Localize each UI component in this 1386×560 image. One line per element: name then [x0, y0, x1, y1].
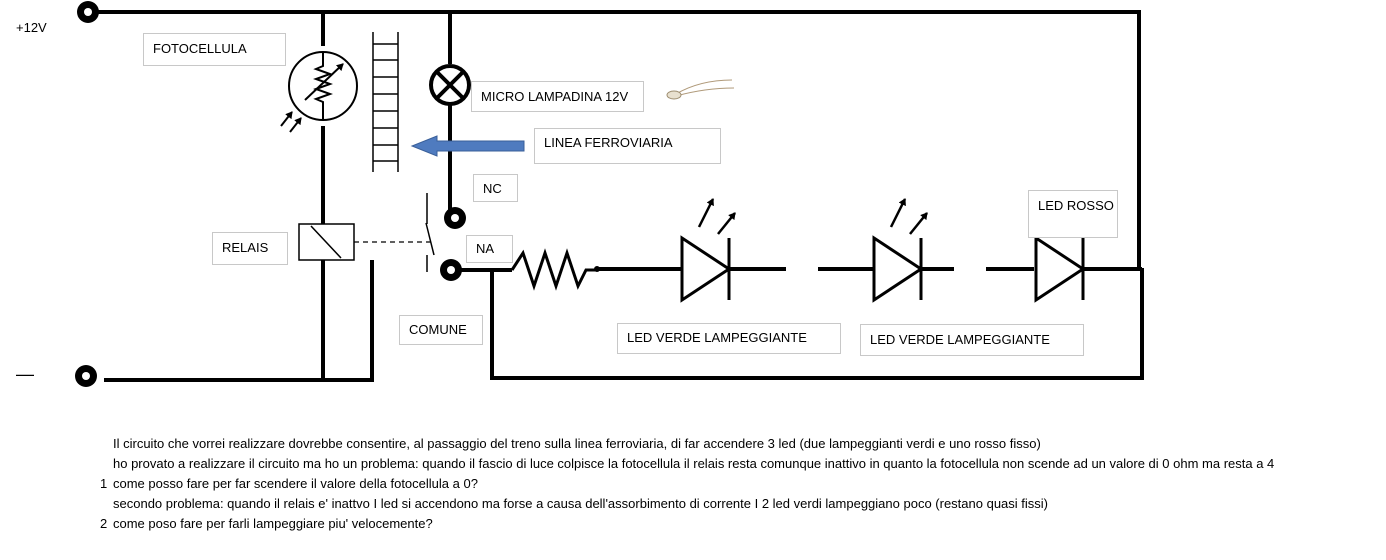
ground-rail-wire — [104, 260, 374, 382]
linea-ferroviaria-label: LINEA FERROVIARIA — [534, 128, 721, 164]
lampadina-label: MICRO LAMPADINA 12V — [471, 81, 644, 112]
question-2-number: 2 — [100, 516, 108, 531]
note-line-4: secondo problema: quando il relais e' in… — [113, 496, 1048, 511]
negative-supply-label: — — [16, 364, 34, 384]
fotocellula-label: FOTOCELLULA — [143, 33, 286, 66]
question-1-text: come posso fare per far scendere il valo… — [113, 476, 478, 491]
na-label: NA — [466, 235, 513, 263]
led-green-1-symbol — [680, 198, 736, 303]
comune-label: COMUNE — [399, 315, 483, 345]
top-rail-wire — [96, 10, 1141, 270]
relay-switch-symbol — [425, 193, 435, 272]
nc-label: NC — [473, 174, 518, 202]
light-beam-arrow — [410, 135, 525, 157]
positive-terminal — [77, 1, 99, 23]
railway-track-symbol — [372, 32, 399, 172]
bulb-photo — [664, 54, 736, 104]
relais-label: RELAIS — [212, 232, 288, 265]
lamp-symbol — [429, 64, 471, 106]
note-line-2: ho provato a realizzare il circuito ma h… — [113, 456, 1275, 471]
question-1-number: 1 — [100, 476, 108, 491]
resistor-end-dot — [594, 266, 600, 272]
wires — [96, 10, 1144, 382]
question-2-text: come poso fare per farli lampeggiare piu… — [113, 516, 433, 531]
positive-supply-label: +12V — [16, 20, 47, 35]
negative-terminal — [75, 365, 97, 387]
led-green-2-symbol — [872, 198, 928, 303]
led-red-symbol — [1034, 235, 1086, 303]
led-verde-2-label: LED VERDE LAMPEGGIANTE — [860, 324, 1084, 356]
nc-terminal — [444, 207, 466, 229]
comune-return-wire — [490, 268, 1144, 380]
led-rosso-label: LED ROSSO — [1028, 190, 1118, 238]
resistor-symbol — [510, 248, 597, 291]
na-terminal — [440, 259, 462, 281]
relay-coil-symbol — [298, 223, 434, 261]
led-verde-1-label: LED VERDE LAMPEGGIANTE — [617, 323, 841, 354]
note-line-1: Il circuito che vorrei realizzare dovreb… — [113, 436, 1041, 451]
photocell-symbol — [280, 51, 358, 133]
